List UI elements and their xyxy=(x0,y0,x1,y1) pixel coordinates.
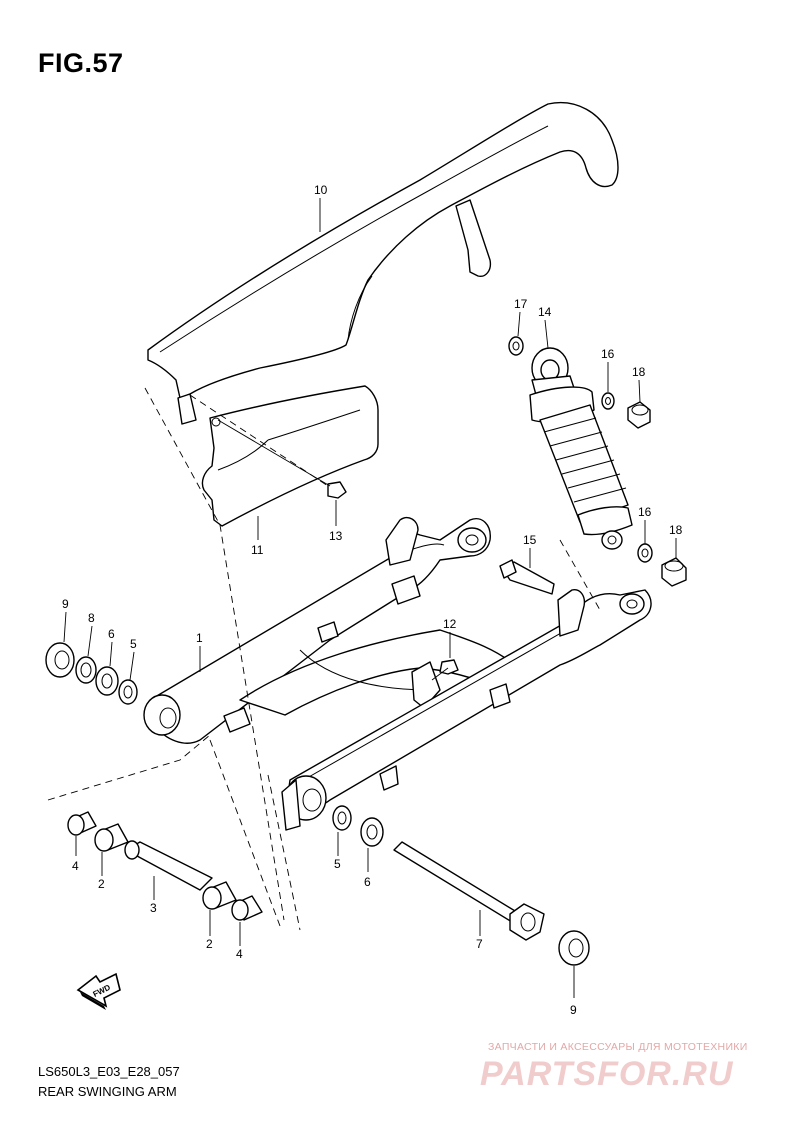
part-9-cap-left[interactable] xyxy=(45,642,75,678)
part-16-washer-upper[interactable] xyxy=(601,392,615,410)
callout-5-right[interactable]: 5 xyxy=(334,857,341,871)
callout-9-left[interactable]: 9 xyxy=(62,597,69,611)
part-5-washer-left[interactable] xyxy=(118,679,138,705)
callout-18-upper[interactable]: 18 xyxy=(632,365,646,379)
part-12-bolt[interactable] xyxy=(431,659,459,681)
callout-15[interactable]: 15 xyxy=(523,533,537,547)
part-2-bearing-left[interactable] xyxy=(94,823,129,852)
part-7-pivot-shaft[interactable] xyxy=(393,841,545,941)
callout-14[interactable]: 14 xyxy=(538,305,552,319)
callout-11[interactable]: 11 xyxy=(251,543,264,557)
part-4-bush-left[interactable] xyxy=(67,811,97,836)
callout-2-right[interactable]: 2 xyxy=(206,937,213,951)
leader-lines xyxy=(63,198,677,998)
part-4-bush-right[interactable] xyxy=(231,895,263,921)
callout-1[interactable]: 1 xyxy=(196,631,203,645)
callout-labels: 10 17 14 16 18 13 11 16 18 15 9 8 6 5 1 … xyxy=(62,183,683,1017)
part-16-washer-lower[interactable] xyxy=(637,543,653,563)
callout-16-upper[interactable]: 16 xyxy=(601,347,615,361)
callout-2-left[interactable]: 2 xyxy=(98,877,105,891)
diagram-code: LS650L3_E03_E28_057 xyxy=(38,1064,180,1079)
part-6-spacer-right[interactable] xyxy=(360,817,384,847)
part-11-chain-cover-lower[interactable] xyxy=(201,385,379,527)
part-18-cap-nut-lower[interactable] xyxy=(661,557,687,587)
part-15-shock-bolt[interactable] xyxy=(499,559,555,595)
callout-6-right[interactable]: 6 xyxy=(364,875,371,889)
callout-17[interactable]: 17 xyxy=(514,297,528,311)
diagram-caption: REAR SWINGING ARM xyxy=(38,1084,177,1099)
callout-8[interactable]: 8 xyxy=(88,611,95,625)
callout-4-right[interactable]: 4 xyxy=(236,947,243,961)
part-9-cap-right[interactable] xyxy=(558,930,590,966)
construction-lines xyxy=(47,387,601,931)
watermark-logo: PARTSFOR.RU xyxy=(480,1055,734,1093)
figure-title: FIG.57 xyxy=(38,48,124,78)
callout-13[interactable]: 13 xyxy=(329,529,343,543)
part-10-chain-case[interactable] xyxy=(147,102,619,425)
part-6-spacer-left[interactable] xyxy=(95,666,119,696)
callout-7[interactable]: 7 xyxy=(476,937,483,951)
part-5-washer-right[interactable] xyxy=(332,805,352,831)
callout-10[interactable]: 10 xyxy=(314,183,328,197)
part-17-washer[interactable] xyxy=(508,336,524,356)
callout-4-left[interactable]: 4 xyxy=(72,859,79,873)
callout-16-lower[interactable]: 16 xyxy=(638,505,652,519)
callout-3[interactable]: 3 xyxy=(150,901,157,915)
callout-12[interactable]: 12 xyxy=(443,617,457,631)
part-2-bearing-right[interactable] xyxy=(202,881,237,910)
watermark-subtitle: ЗАПЧАСТИ И АКСЕССУАРЫ ДЛЯ МОТОТЕХНИКИ xyxy=(488,1041,748,1053)
callout-9-right[interactable]: 9 xyxy=(570,1003,577,1017)
callout-6-left[interactable]: 6 xyxy=(108,627,115,641)
part-18-cap-nut-upper[interactable] xyxy=(627,401,651,429)
fwd-arrow: FWD xyxy=(76,972,121,1010)
callout-18-lower[interactable]: 18 xyxy=(669,523,683,537)
part-3-pivot-sleeve[interactable] xyxy=(124,840,213,891)
part-8-seal-left[interactable] xyxy=(75,656,97,684)
part-14-rear-shock-absorber[interactable] xyxy=(529,347,633,550)
callout-5-left[interactable]: 5 xyxy=(130,637,137,651)
part-1-swinging-arm[interactable] xyxy=(143,516,652,831)
